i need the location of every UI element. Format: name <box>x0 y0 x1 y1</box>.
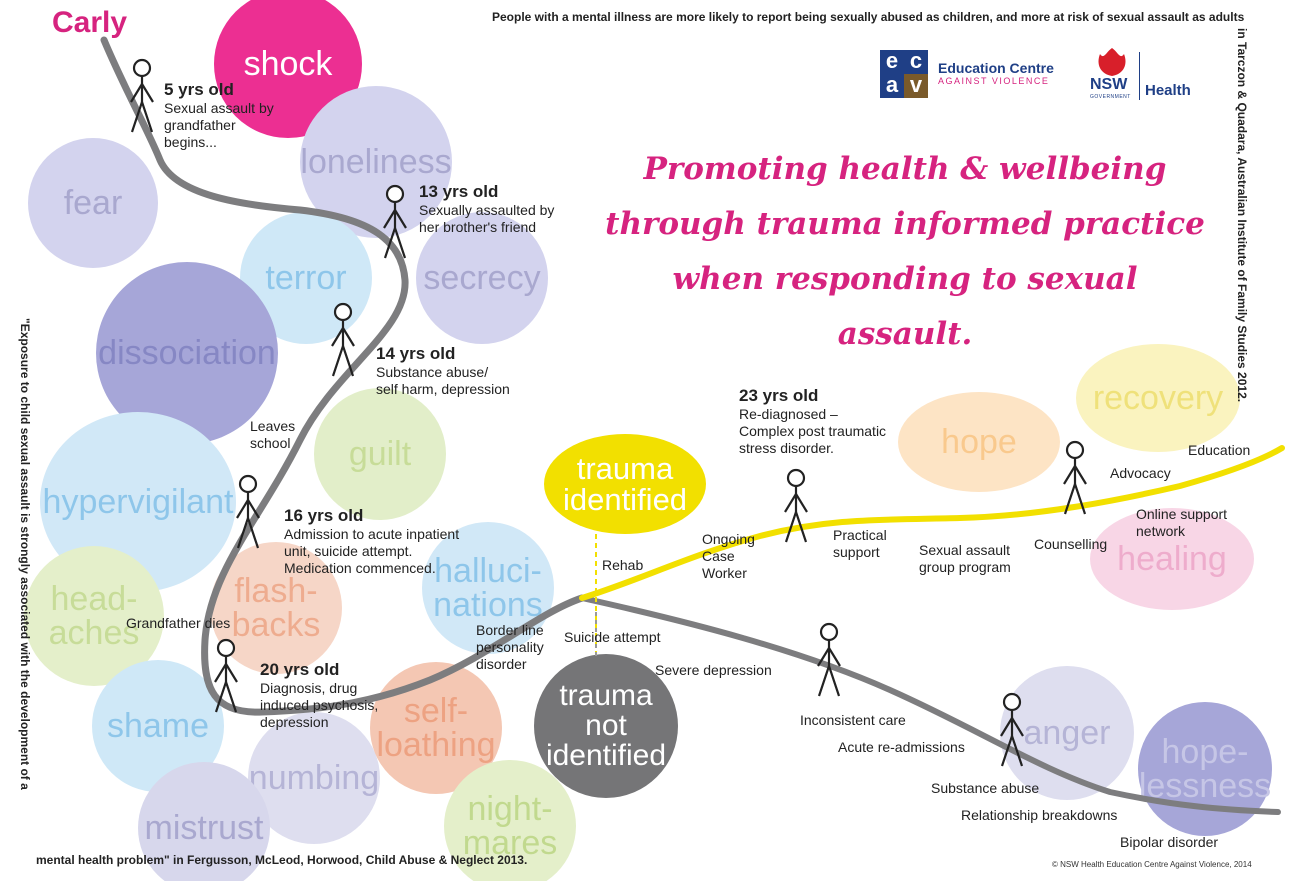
bubble-recovery: recovery <box>1076 344 1240 452</box>
ecav-logo-v: v <box>904 74 928 98</box>
bubble-numbing: numbing <box>248 712 380 844</box>
bubble-healing: healing <box>1090 508 1254 610</box>
header-note: People with a mental illness are more li… <box>492 10 1245 24</box>
label-leaves-school: Leaves school <box>250 418 296 451</box>
ecav-logo-a: a <box>880 74 904 98</box>
label-advocacy: Advocacy <box>1110 465 1171 481</box>
figure-inconsistent-care <box>816 622 842 698</box>
nsw-text: NSW <box>1090 76 1128 93</box>
label-group-program: Sexual assault group program <box>919 542 1011 575</box>
bottom-quote: mental health problem" in Fergusson, McL… <box>36 853 528 867</box>
grey-path-early <box>100 36 586 716</box>
ecav-logo-e: e <box>880 50 904 74</box>
bubble-mistrust: mistrust <box>138 762 270 881</box>
label-ongoing-case-worker: Ongoing Case Worker <box>702 531 755 581</box>
label-online-support: Online support network <box>1136 506 1228 539</box>
label-substance-abuse: Substance abuse <box>931 780 1040 796</box>
bubble-trauma-identified: trauma identified <box>544 434 706 534</box>
waratah-icon <box>1098 48 1126 76</box>
label-borderline: Border line personality disorder <box>476 622 544 672</box>
label-relationship-breakdowns: Relationship breakdowns <box>961 807 1118 823</box>
nsw-divider <box>1139 52 1140 100</box>
bubble-hope: hope <box>898 392 1060 492</box>
grey-path-not-identified <box>579 595 1281 815</box>
label-practical-support: Practical support <box>833 527 887 560</box>
bubble-secrecy: secrecy <box>416 212 548 344</box>
bubble-guilt: guilt <box>314 388 446 520</box>
label-inconsistent-care: Inconsistent care <box>800 712 906 728</box>
label-rehab: Rehab <box>602 557 644 573</box>
nsw-sub: GOVERNMENT <box>1090 94 1131 100</box>
health-text: Health <box>1145 82 1191 99</box>
person-name: Carly <box>52 6 128 39</box>
label-education: Education <box>1188 442 1251 458</box>
right-citation: in Tarczon & Quadara, Australian Institu… <box>1235 28 1249 403</box>
copyright: © NSW Health Education Centre Against Vi… <box>1052 860 1252 869</box>
ecav-logo-c: c <box>904 50 928 74</box>
label-acute-readmissions: Acute re-admissions <box>838 739 965 755</box>
ecav-logo: e c a v <box>880 50 928 98</box>
bubble-trauma-not-identified: trauma not identified <box>534 654 678 798</box>
label-bipolar: Bipolar disorder <box>1120 834 1219 850</box>
label-severe-depression: Severe depression <box>655 662 772 678</box>
left-quote: "Exposure to child sexual assault is str… <box>18 318 32 790</box>
label-counselling: Counselling <box>1034 536 1108 552</box>
page-title: Promoting health & wellbeing through tra… <box>605 151 1205 352</box>
bubble-hopelessness: hope- lessness <box>1138 702 1272 836</box>
ecav-name: Education Centre <box>938 60 1054 76</box>
label-suicide-attempt: Suicide attempt <box>564 629 661 645</box>
bubble-hallucinations: halluci- nations <box>422 522 554 654</box>
label-grandfather-dies: Grandfather dies <box>126 615 231 631</box>
yellow-path-identified <box>579 445 1285 601</box>
bubble-fear: fear <box>28 138 158 268</box>
bubble-nightmares: night- mares <box>444 760 576 881</box>
bubble-shock: shock <box>214 0 362 138</box>
ecav-sub: AGAINST VIOLENCE <box>938 76 1050 86</box>
